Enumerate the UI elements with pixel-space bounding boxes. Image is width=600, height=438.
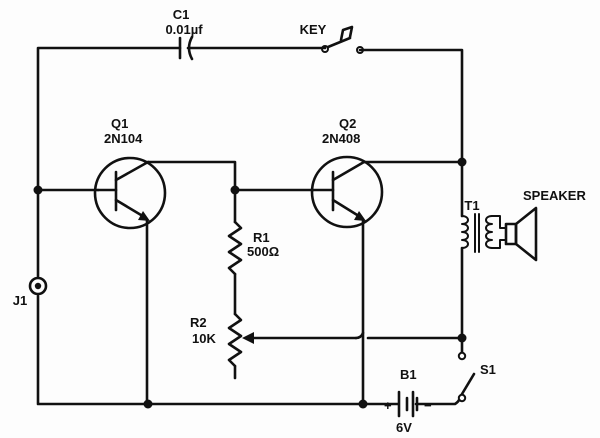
q2-ref-label: Q2 [339, 116, 356, 131]
q1-ref-label: Q1 [111, 116, 128, 131]
b1-value-label: 6V [396, 420, 412, 435]
switch-s1 [457, 336, 476, 403]
key-label: KEY [300, 22, 327, 37]
r1-value-label: 500Ω [247, 244, 279, 259]
b1-ref-label: B1 [400, 367, 417, 382]
resistor-chain [227, 188, 315, 380]
r2-ref-label: R2 [190, 315, 207, 330]
junction-dots [33, 157, 467, 409]
transistor-q1 [93, 156, 237, 406]
speaker-label: SPEAKER [523, 188, 586, 203]
q1-part-label: 2N104 [104, 131, 143, 146]
b1-plus-label: + [384, 398, 392, 413]
left-rail [36, 188, 150, 406]
speaker-icon [504, 206, 538, 262]
r2-wiper [242, 331, 464, 344]
c1-value-label: 0.01µf [165, 22, 203, 37]
battery-b1 [397, 390, 419, 418]
r2-value-label: 10K [192, 331, 216, 346]
c1-ref-label: C1 [173, 7, 190, 22]
telegraph-key [321, 25, 364, 54]
t1-ref-label: T1 [464, 198, 479, 213]
q2-part-label: 2N408 [322, 131, 360, 146]
bottom-wire [146, 398, 461, 406]
top-wire [36, 46, 464, 192]
r1-ref-label: R1 [253, 230, 270, 245]
b1-minus-label: − [424, 398, 432, 413]
transformer-t1 [460, 160, 507, 340]
s1-label: S1 [480, 362, 496, 377]
jack-j1 [28, 276, 48, 296]
transistor-q2 [310, 155, 464, 406]
j1-label: J1 [13, 293, 27, 308]
capacitor-c1 [178, 35, 194, 61]
